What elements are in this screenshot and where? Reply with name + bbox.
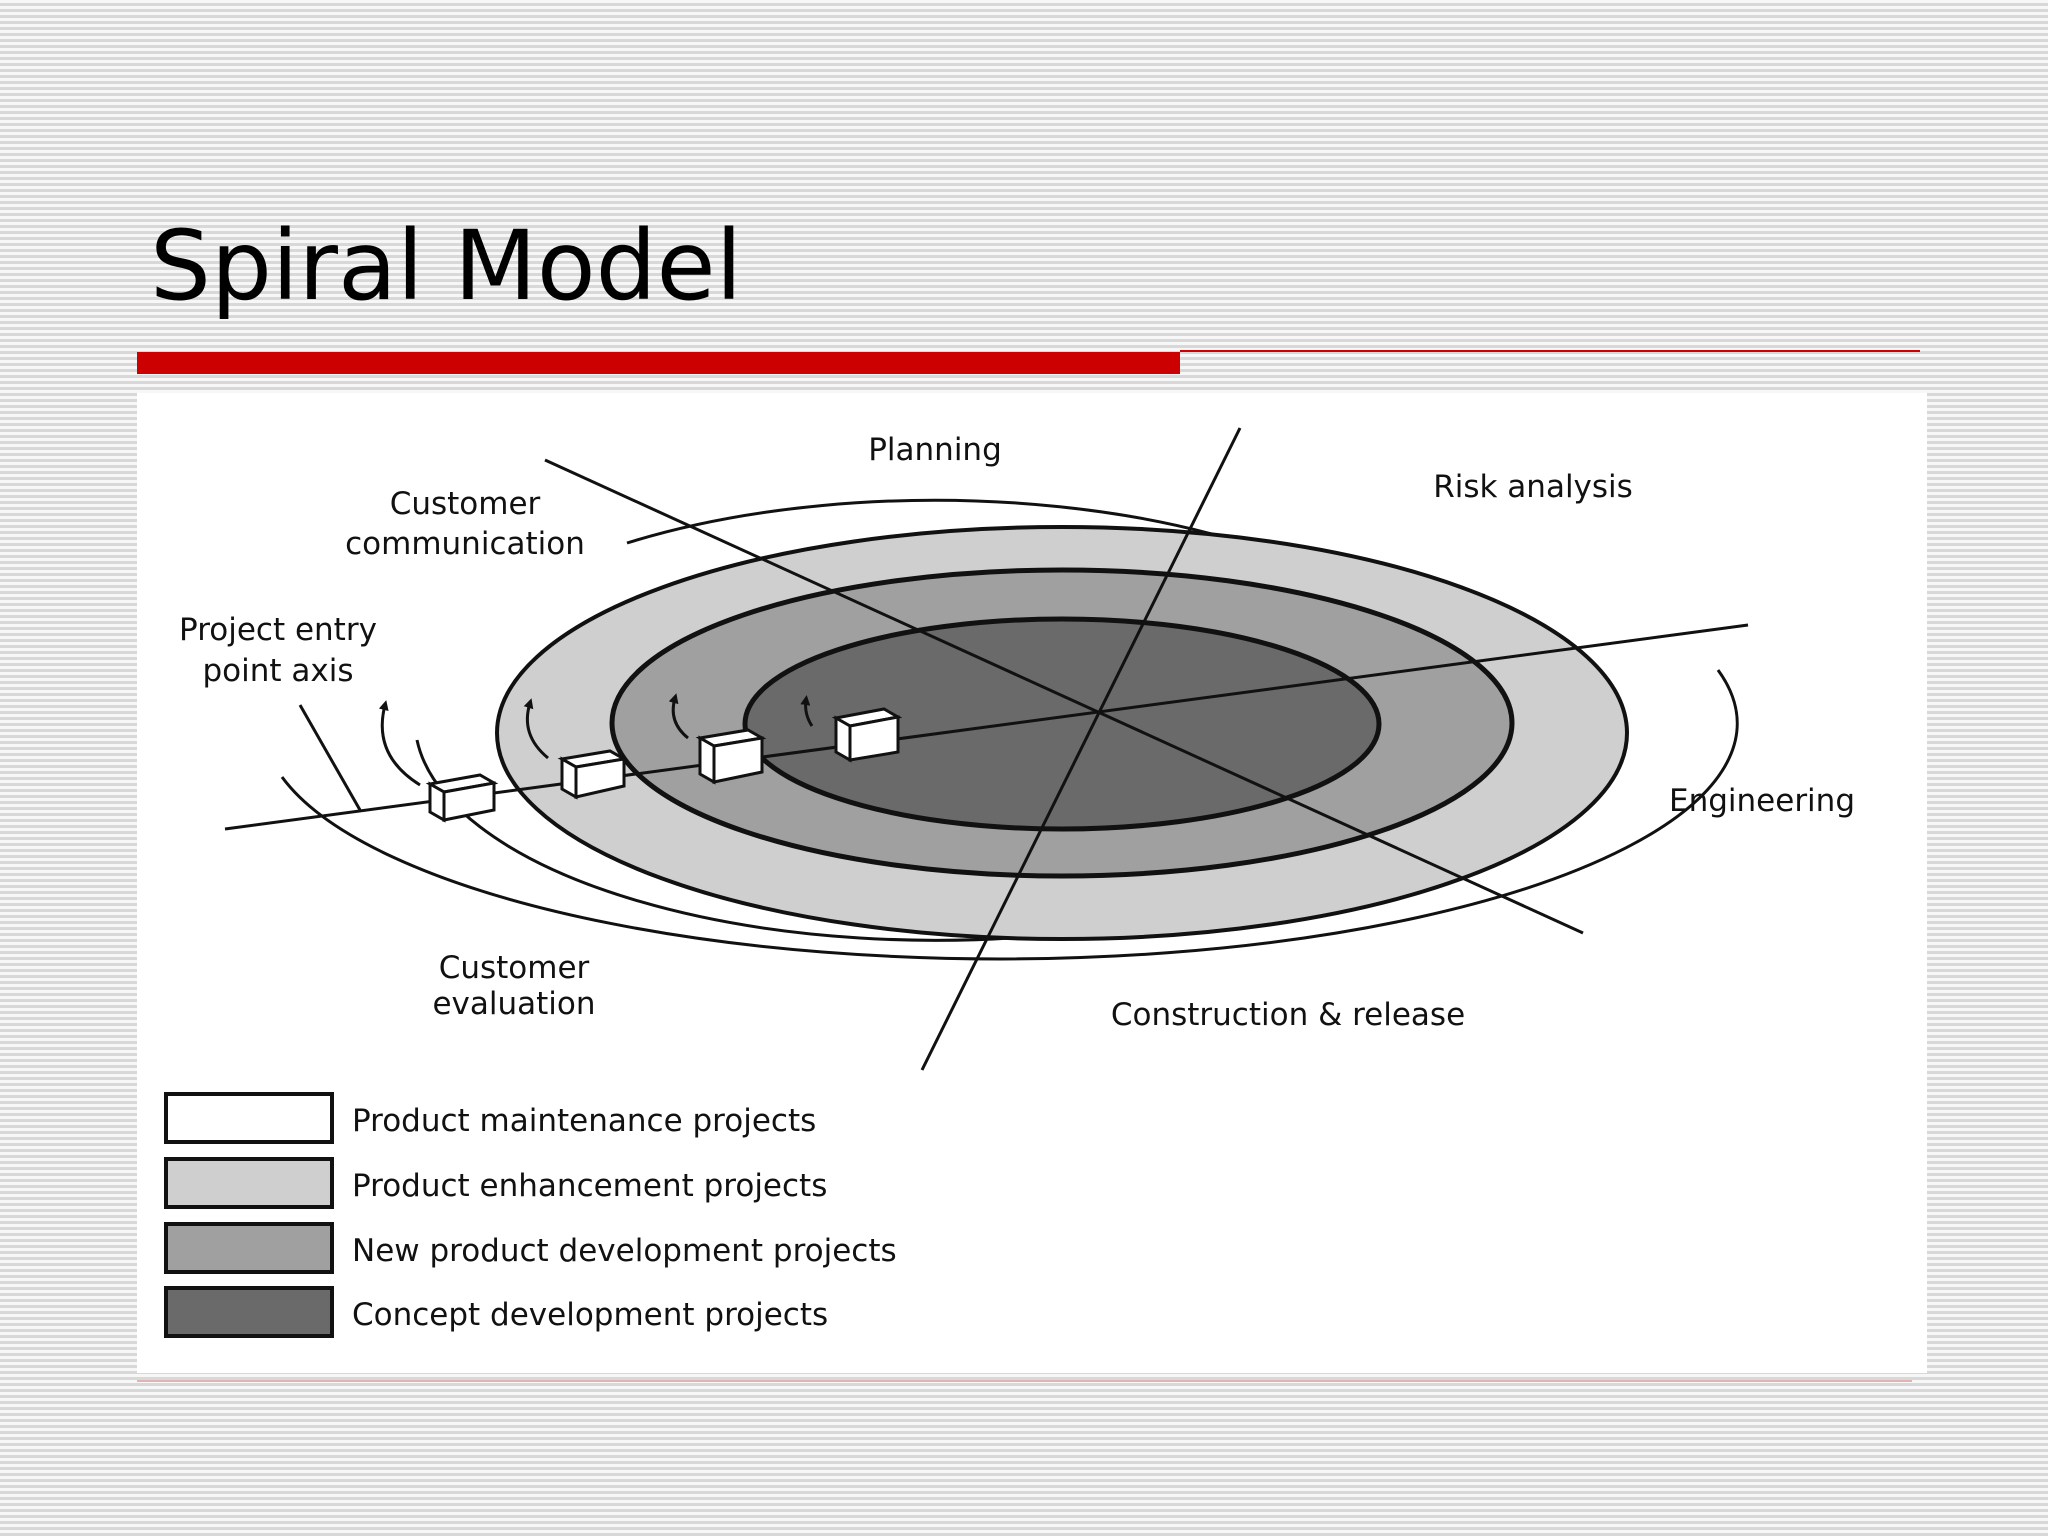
entry-cube-enhancement: [557, 749, 629, 800]
entry-arrow-new-product: [668, 693, 689, 740]
entry-arrow-concept: [800, 695, 814, 727]
label-construction-release: Construction & release: [1111, 997, 1465, 1033]
legend-swatch-enhancement: [164, 1157, 334, 1209]
slide-title: Spiral Model: [150, 210, 743, 322]
label-customer-evaluation-line1: Customer: [439, 950, 590, 986]
title-accent-bar: [137, 352, 1180, 374]
label-entry-axis-line2: point axis: [202, 653, 353, 689]
label-customer-evaluation-line2: evaluation: [432, 986, 595, 1022]
label-risk-analysis: Risk analysis: [1433, 469, 1633, 505]
label-customer-communication-line2: communication: [345, 526, 585, 562]
entry-cube-new-product: [695, 728, 767, 785]
title-accent-line: [1180, 350, 1920, 352]
label-entry-axis-line1: Project entry: [179, 612, 377, 648]
entry-arrow-enhancement: [523, 698, 549, 760]
legend-label-maintenance: Product maintenance projects: [352, 1103, 816, 1139]
label-customer-communication-line1: Customer: [390, 486, 541, 522]
entry-cube-concept: [831, 707, 903, 763]
label-planning: Planning: [868, 432, 1002, 468]
axis-steep: [920, 427, 1242, 1071]
outer-spiral-arc-lower: [280, 669, 1739, 961]
legend-label-enhancement: Product enhancement projects: [352, 1168, 827, 1204]
ring-concept-development: [742, 616, 1382, 832]
legend-label-new-product: New product development projects: [352, 1233, 897, 1269]
legend-swatch-new-product: [164, 1222, 334, 1274]
legend-swatch-concept: [164, 1286, 334, 1338]
panel-bottom-rule: [137, 1380, 1912, 1382]
entry-axis-pointer: [298, 704, 362, 811]
legend-swatch-maintenance: [164, 1092, 334, 1144]
legend: Product maintenance projects Product enh…: [164, 1092, 897, 1338]
label-engineering: Engineering: [1669, 783, 1855, 819]
axis-diagonal: [544, 458, 1584, 935]
entry-cube-maintenance: [425, 773, 499, 823]
entry-arrow-maintenance: [378, 700, 421, 787]
legend-label-concept: Concept development projects: [352, 1297, 828, 1333]
